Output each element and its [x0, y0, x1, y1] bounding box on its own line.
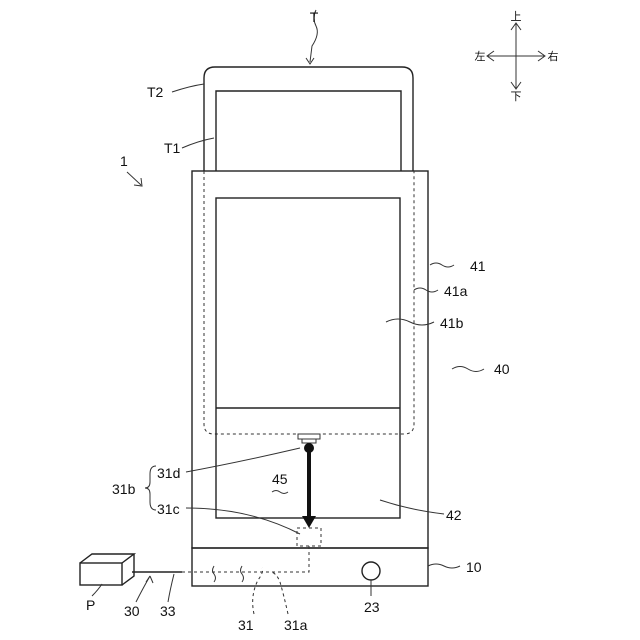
leader-41b — [386, 319, 434, 325]
base-unit-10 — [192, 548, 428, 586]
label-31c: 31c — [157, 501, 180, 517]
label-t2: T2 — [147, 84, 164, 100]
compass-up-label: 上 — [511, 10, 522, 23]
leader-31d — [186, 448, 300, 472]
leader-one-arrow — [127, 172, 141, 185]
label-23: 23 — [364, 599, 380, 615]
leader-42 — [380, 500, 444, 514]
label-t: T — [310, 9, 319, 25]
label-t1: T1 — [164, 140, 181, 156]
direction-compass: 上 下 左 右 — [475, 10, 559, 103]
leader-10 — [428, 564, 460, 568]
label-33: 33 — [160, 603, 176, 619]
label-40: 40 — [494, 361, 510, 377]
label-31b: 31b — [112, 481, 136, 497]
label-10: 10 — [466, 559, 482, 575]
connector-box-31c — [297, 528, 321, 546]
leader-t1 — [182, 138, 214, 148]
label-31d: 31d — [157, 465, 180, 481]
squiggle-31 — [241, 566, 244, 582]
squiggle-45 — [272, 491, 288, 494]
leader-41a — [414, 288, 438, 292]
pump-p — [80, 554, 134, 585]
compass-down-label: 下 — [511, 91, 522, 103]
brace-31b — [145, 466, 156, 510]
label-p: P — [86, 597, 95, 613]
leader-t2 — [172, 84, 204, 92]
knob-23 — [362, 562, 380, 580]
leader-31a — [270, 572, 288, 614]
label-31a: 31a — [284, 617, 308, 633]
label-41: 41 — [470, 258, 486, 274]
tray-inner-wall-t1 — [216, 91, 401, 171]
label-31: 31 — [238, 617, 254, 633]
label-42: 42 — [446, 507, 462, 523]
label-41a: 41a — [444, 283, 468, 299]
label-one: 1 — [120, 153, 128, 169]
leader-41 — [430, 263, 454, 267]
label-41b: 41b — [440, 315, 464, 331]
leader-33 — [168, 574, 174, 602]
compass-left-label: 左 — [475, 50, 486, 63]
tray-outer-wall-t2 — [204, 67, 413, 171]
squiggle-31-b — [213, 566, 216, 582]
label-45: 45 — [272, 471, 288, 487]
leader-31c — [186, 508, 300, 534]
flow-arrow-head — [302, 516, 316, 528]
leader-40 — [452, 367, 484, 372]
internal-tube-31a — [136, 546, 309, 572]
compass-right-label: 右 — [548, 49, 559, 63]
leader-31 — [253, 568, 263, 614]
label-30: 30 — [124, 603, 140, 619]
hidden-tray-outline-41 — [204, 171, 414, 434]
leader-p — [92, 584, 102, 596]
